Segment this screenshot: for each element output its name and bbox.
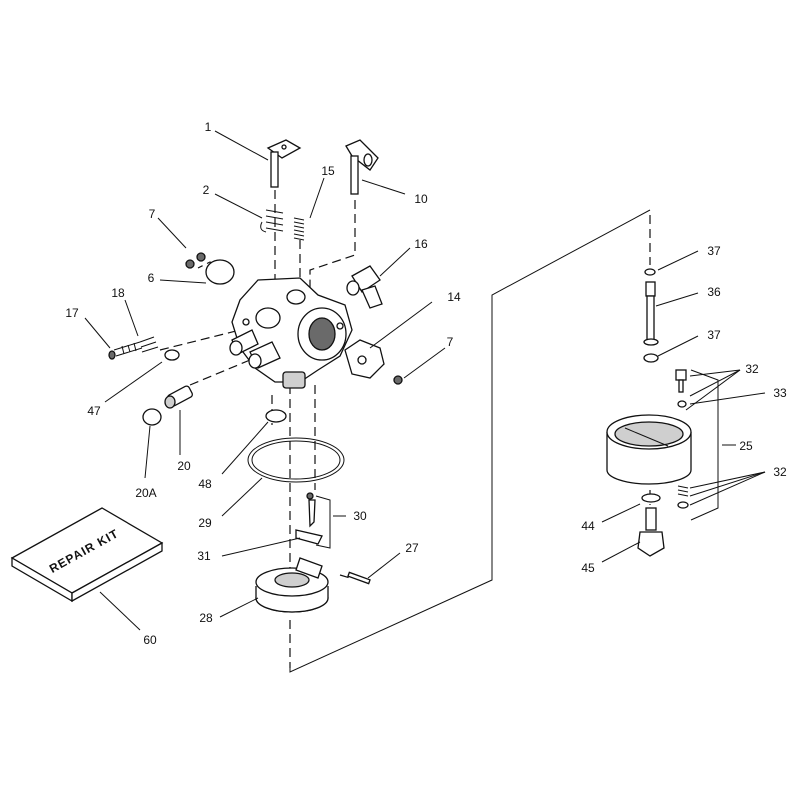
leader-lines	[84, 130, 766, 631]
part-float	[255, 557, 371, 613]
part-main-jet	[142, 349, 194, 426]
callout-29: 29	[198, 516, 212, 530]
part-bowl-screw	[643, 268, 659, 363]
part-bowl-gasket	[247, 437, 345, 483]
callout-37: 37	[707, 244, 721, 258]
part-seal	[265, 409, 287, 423]
callout-10: 10	[414, 192, 428, 206]
part-choke-shaft	[345, 139, 379, 195]
callout-33: 33	[773, 386, 787, 400]
callout-6: 6	[148, 271, 155, 285]
part-bowl-nut	[637, 493, 665, 557]
callout-32: 32	[745, 362, 759, 376]
callout-45: 45	[581, 561, 595, 575]
part-float-needle	[295, 492, 331, 549]
part-throttle-plate	[185, 252, 235, 285]
callout-30: 30	[353, 509, 367, 523]
repair-kit-box: REPAIR KIT	[10, 507, 164, 603]
callout-37b: 37	[707, 328, 721, 342]
part-drain-screws	[675, 369, 689, 509]
callout-27: 27	[405, 541, 419, 555]
part-throttle-shaft	[266, 139, 302, 188]
callout-7b: 7	[447, 335, 454, 349]
part-float-bowl	[606, 369, 719, 521]
callout-18: 18	[111, 286, 125, 300]
callout-7: 7	[149, 207, 156, 221]
callout-2: 2	[203, 183, 210, 197]
part-idle-screw	[108, 336, 159, 360]
callout-48: 48	[198, 477, 212, 491]
callout-25: 25	[739, 439, 753, 453]
callout-20: 20	[177, 459, 191, 473]
callout-28: 28	[199, 611, 213, 625]
bowl-link-outline	[289, 209, 651, 673]
callout-44: 44	[581, 519, 595, 533]
callout-31: 31	[197, 549, 211, 563]
callout-47: 47	[87, 404, 101, 418]
callout-60: 60	[143, 633, 157, 647]
part-fuel-inlet	[346, 265, 383, 309]
part-side-gasket	[344, 339, 403, 385]
callout-14: 14	[447, 290, 461, 304]
callout-1: 1	[205, 120, 212, 134]
callout-20A: 20A	[135, 486, 156, 500]
carburetor-body	[229, 277, 353, 389]
callout-32b: 32	[773, 465, 787, 479]
callout-15: 15	[321, 164, 335, 178]
part-throttle-spring	[260, 209, 284, 233]
callout-labels: 1 2 7 6 15 10 16 18 17 14 7 47 20 20A 48…	[65, 120, 787, 647]
callout-36: 36	[707, 285, 721, 299]
callout-16: 16	[414, 237, 428, 251]
assembly-lines	[159, 190, 651, 668]
callout-17: 17	[65, 306, 79, 320]
part-choke-spring	[293, 217, 305, 241]
